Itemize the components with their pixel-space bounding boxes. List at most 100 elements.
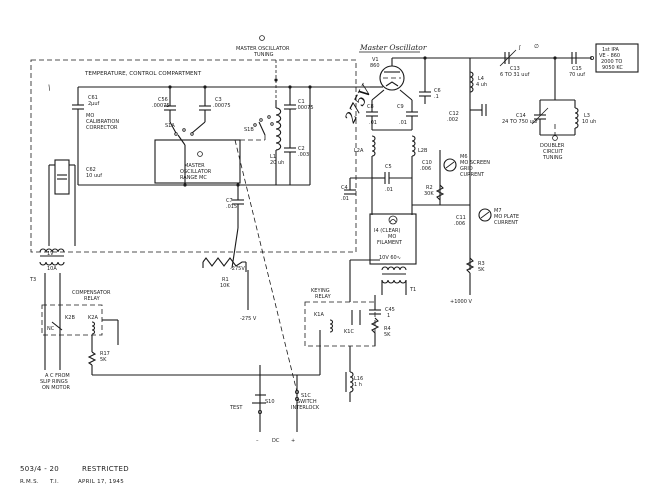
c8-value: .01 bbox=[369, 120, 377, 126]
c12-label: C12 bbox=[449, 111, 459, 117]
ipa-label: 2000 TO bbox=[601, 59, 622, 65]
dc-label: DC bbox=[272, 438, 280, 444]
c62-t3: C62 10 uuf T3 1V 10A bbox=[29, 159, 102, 300]
l16-winding bbox=[349, 371, 354, 393]
c14-arrow bbox=[531, 107, 549, 125]
c6-label: C6 bbox=[434, 88, 441, 94]
s1b-contact bbox=[259, 118, 263, 122]
r2-label: R2 bbox=[426, 185, 433, 191]
k2a-label: K2A bbox=[88, 315, 98, 321]
mo-handwritten-label: Master Oscillator bbox=[359, 43, 427, 52]
r2-value: 30K bbox=[424, 191, 434, 197]
mo-tube-v1: Master Oscillator V1 860 275V C8 .01 C9 … bbox=[341, 43, 592, 215]
doubler-label: TUNING bbox=[542, 155, 563, 161]
s1c-label: S1C bbox=[301, 393, 311, 399]
l16-label: L16 bbox=[354, 376, 363, 382]
ipa-label: VE - 860 bbox=[599, 53, 620, 59]
s1c-contact bbox=[294, 396, 299, 401]
t3-winding bbox=[39, 248, 65, 253]
lamp-filament bbox=[389, 219, 397, 223]
filament-lead bbox=[371, 89, 385, 101]
c56-label: C56 bbox=[158, 97, 168, 103]
ac-from-label: SLIP RINGS bbox=[40, 379, 68, 385]
c14-value: 24 TO 750 uuf bbox=[502, 119, 538, 125]
r4-label: R4 bbox=[384, 326, 391, 332]
keying-supply: S10 TEST S1C SWITCH INTERLOCK – DC + bbox=[229, 330, 321, 444]
s1c-label: INTERLOCK bbox=[291, 405, 320, 411]
mo-cal-label: CALIBRATION bbox=[86, 119, 119, 125]
c61-label: C61 bbox=[88, 95, 98, 101]
mo-tank-circuit: C61 2μuf MO CALIBRATION CORRECTOR C56 .0… bbox=[72, 85, 370, 393]
c13-tuning-mark: ∅ bbox=[534, 44, 539, 50]
s1b-contact bbox=[267, 115, 271, 119]
compensator-relay: COMPENSATOR RELAY K2B K2A NC R17 5K A C … bbox=[40, 290, 297, 391]
ac-from-label: A C FROM bbox=[45, 373, 70, 379]
junction-dot bbox=[288, 85, 292, 89]
junction-dot bbox=[308, 85, 312, 89]
c15-label: C15 bbox=[572, 66, 582, 72]
junction-dot bbox=[553, 56, 557, 60]
s1a-contact bbox=[190, 132, 194, 136]
m7-label: M7 bbox=[494, 208, 502, 214]
comp-relay-label: COMPENSATOR bbox=[72, 290, 111, 296]
l1-coil: MASTER OSCILLATOR L1 20 uh bbox=[270, 100, 284, 185]
r17-resistor bbox=[87, 351, 97, 366]
c8-label: C8 bbox=[367, 104, 374, 110]
c62-value: 10 uuf bbox=[86, 173, 102, 179]
filament-voltage: 10V 60∿ bbox=[379, 255, 401, 261]
m6-label: CURRENT bbox=[460, 172, 485, 178]
r17-label: R17 bbox=[100, 351, 110, 357]
c13-hook-mark: ʃ bbox=[518, 45, 521, 51]
s1c-label: SWITCH bbox=[297, 399, 317, 405]
v1-label: V1 bbox=[372, 57, 379, 63]
compartment-label: TEMPERATURE, CONTROL COMPARTMENT bbox=[84, 71, 202, 77]
nc-label: NC bbox=[47, 326, 55, 332]
c1-value: .00075 bbox=[296, 105, 314, 111]
c13-value: 6 TO 31 uuf bbox=[500, 72, 530, 78]
l1-value: 20 uh bbox=[270, 160, 284, 166]
s1a-lead bbox=[191, 121, 206, 134]
c6-value: .1 bbox=[434, 94, 439, 100]
r1-value: 10K bbox=[220, 283, 230, 289]
c11-label: C11 bbox=[456, 215, 466, 221]
c62-label: C62 bbox=[86, 167, 96, 173]
r3-resistor bbox=[465, 257, 475, 274]
s1b-wiper bbox=[258, 121, 266, 136]
k1a-label: K1A bbox=[314, 312, 324, 318]
l3-label: L3 bbox=[584, 113, 590, 119]
c2-value: .003 bbox=[298, 152, 309, 158]
tuning-label-line1: MASTER OSCILLATOR bbox=[236, 46, 290, 52]
supply-1000v: +1000 V bbox=[450, 299, 473, 305]
doubler-knob bbox=[552, 135, 558, 141]
c13-arrow bbox=[499, 49, 517, 67]
c13-label: C13 bbox=[510, 66, 520, 72]
compartment-note: \ bbox=[48, 83, 51, 92]
c5-label: C5 bbox=[385, 164, 392, 170]
c12-value: .002 bbox=[447, 117, 458, 123]
ipa-label: 1st IPA bbox=[602, 47, 620, 53]
l16-value: 1 h bbox=[354, 382, 362, 388]
l4-winding bbox=[469, 71, 474, 93]
t1-winding bbox=[381, 266, 407, 271]
r1-wiper-link bbox=[231, 227, 239, 269]
c45-label: C45 bbox=[385, 307, 395, 313]
m6-label: GRID bbox=[460, 166, 473, 172]
k2a-coil bbox=[91, 321, 96, 335]
k1c-label: K1C bbox=[344, 329, 354, 335]
r1-label: R1 bbox=[222, 277, 229, 283]
c7-value: .015 bbox=[226, 204, 237, 210]
m6-meter bbox=[443, 158, 457, 172]
lamp-label: FILAMENT bbox=[377, 240, 403, 246]
ipa-label: 9050 KC bbox=[602, 65, 623, 71]
r17-value: 5K bbox=[100, 357, 107, 363]
r3-value: 5K bbox=[478, 267, 485, 273]
junction-dot bbox=[203, 85, 207, 89]
range-switch-box bbox=[154, 139, 241, 184]
k1a-coil bbox=[329, 319, 334, 333]
tuning-link-dot bbox=[274, 78, 278, 82]
s1a-label: S1A bbox=[165, 123, 175, 129]
l2a-winding bbox=[371, 135, 376, 157]
s10-contact bbox=[257, 409, 262, 414]
test-label: TEST bbox=[229, 405, 243, 411]
keying-relay-label: KEYING bbox=[311, 288, 330, 294]
